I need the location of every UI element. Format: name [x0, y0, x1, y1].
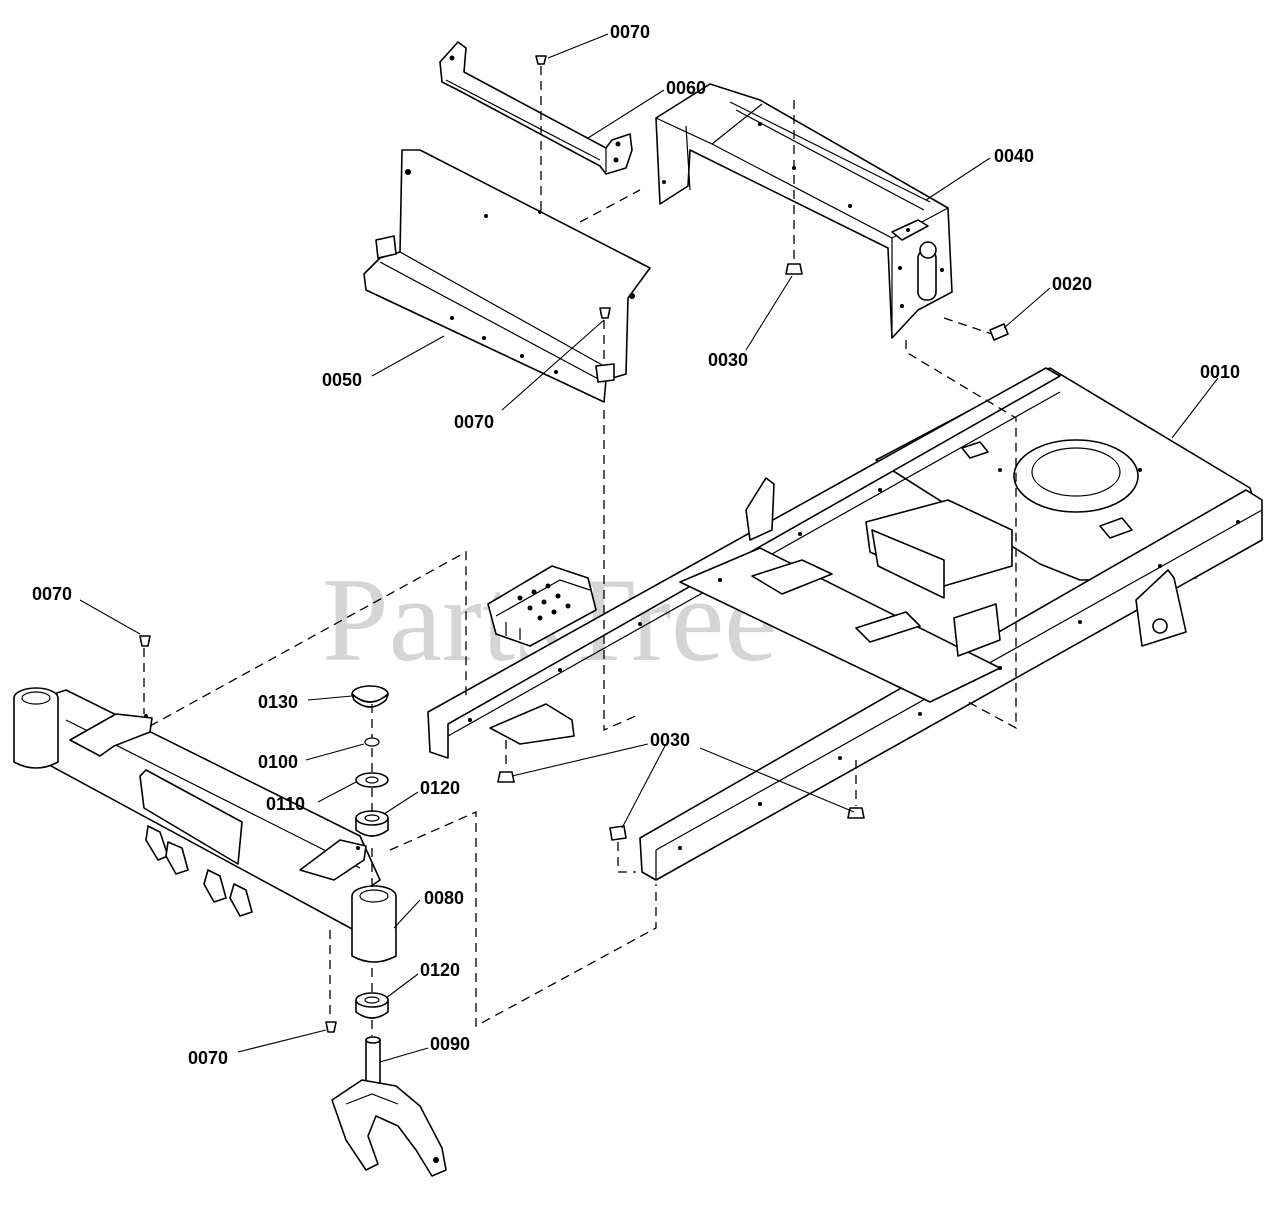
callout-0060: 0060	[666, 78, 706, 98]
callout-0120: 0120	[420, 778, 460, 798]
callout-0040: 0040	[994, 146, 1034, 166]
callout-0100: 0100	[258, 752, 298, 772]
hardware	[139, 55, 1009, 1033]
part-0010-main-frame	[427, 367, 1263, 881]
callout-0070: 0070	[188, 1048, 228, 1068]
callout-0010: 0010	[1200, 362, 1240, 382]
callout-0030: 0030	[650, 730, 690, 750]
callout-0070: 0070	[454, 412, 494, 432]
callout-0070: 0070	[610, 22, 650, 42]
leader-lines	[79, 33, 1219, 1063]
callout-0110: 0110	[266, 794, 305, 814]
part-0090-caster-fork	[331, 1036, 447, 1177]
part-0060-bracket	[439, 41, 633, 175]
callout-0090: 0090	[430, 1034, 470, 1054]
callout-0020: 0020	[1052, 274, 1092, 294]
part-0050-panel	[363, 149, 651, 403]
callout-labels: 0070 0060 0040 0020 0030 0010 0050 0070 …	[32, 22, 1240, 1068]
callout-0070: 0070	[32, 584, 72, 604]
callout-0080: 0080	[424, 888, 464, 908]
callout-0120: 0120	[420, 960, 460, 980]
assembly-lines	[143, 66, 1017, 1036]
part-0040-bracket	[655, 83, 953, 339]
part-0080-front-axle	[13, 687, 397, 963]
callout-0130: 0130	[258, 692, 298, 712]
callout-0050: 0050	[322, 370, 362, 390]
callout-0030: 0030	[708, 350, 748, 370]
